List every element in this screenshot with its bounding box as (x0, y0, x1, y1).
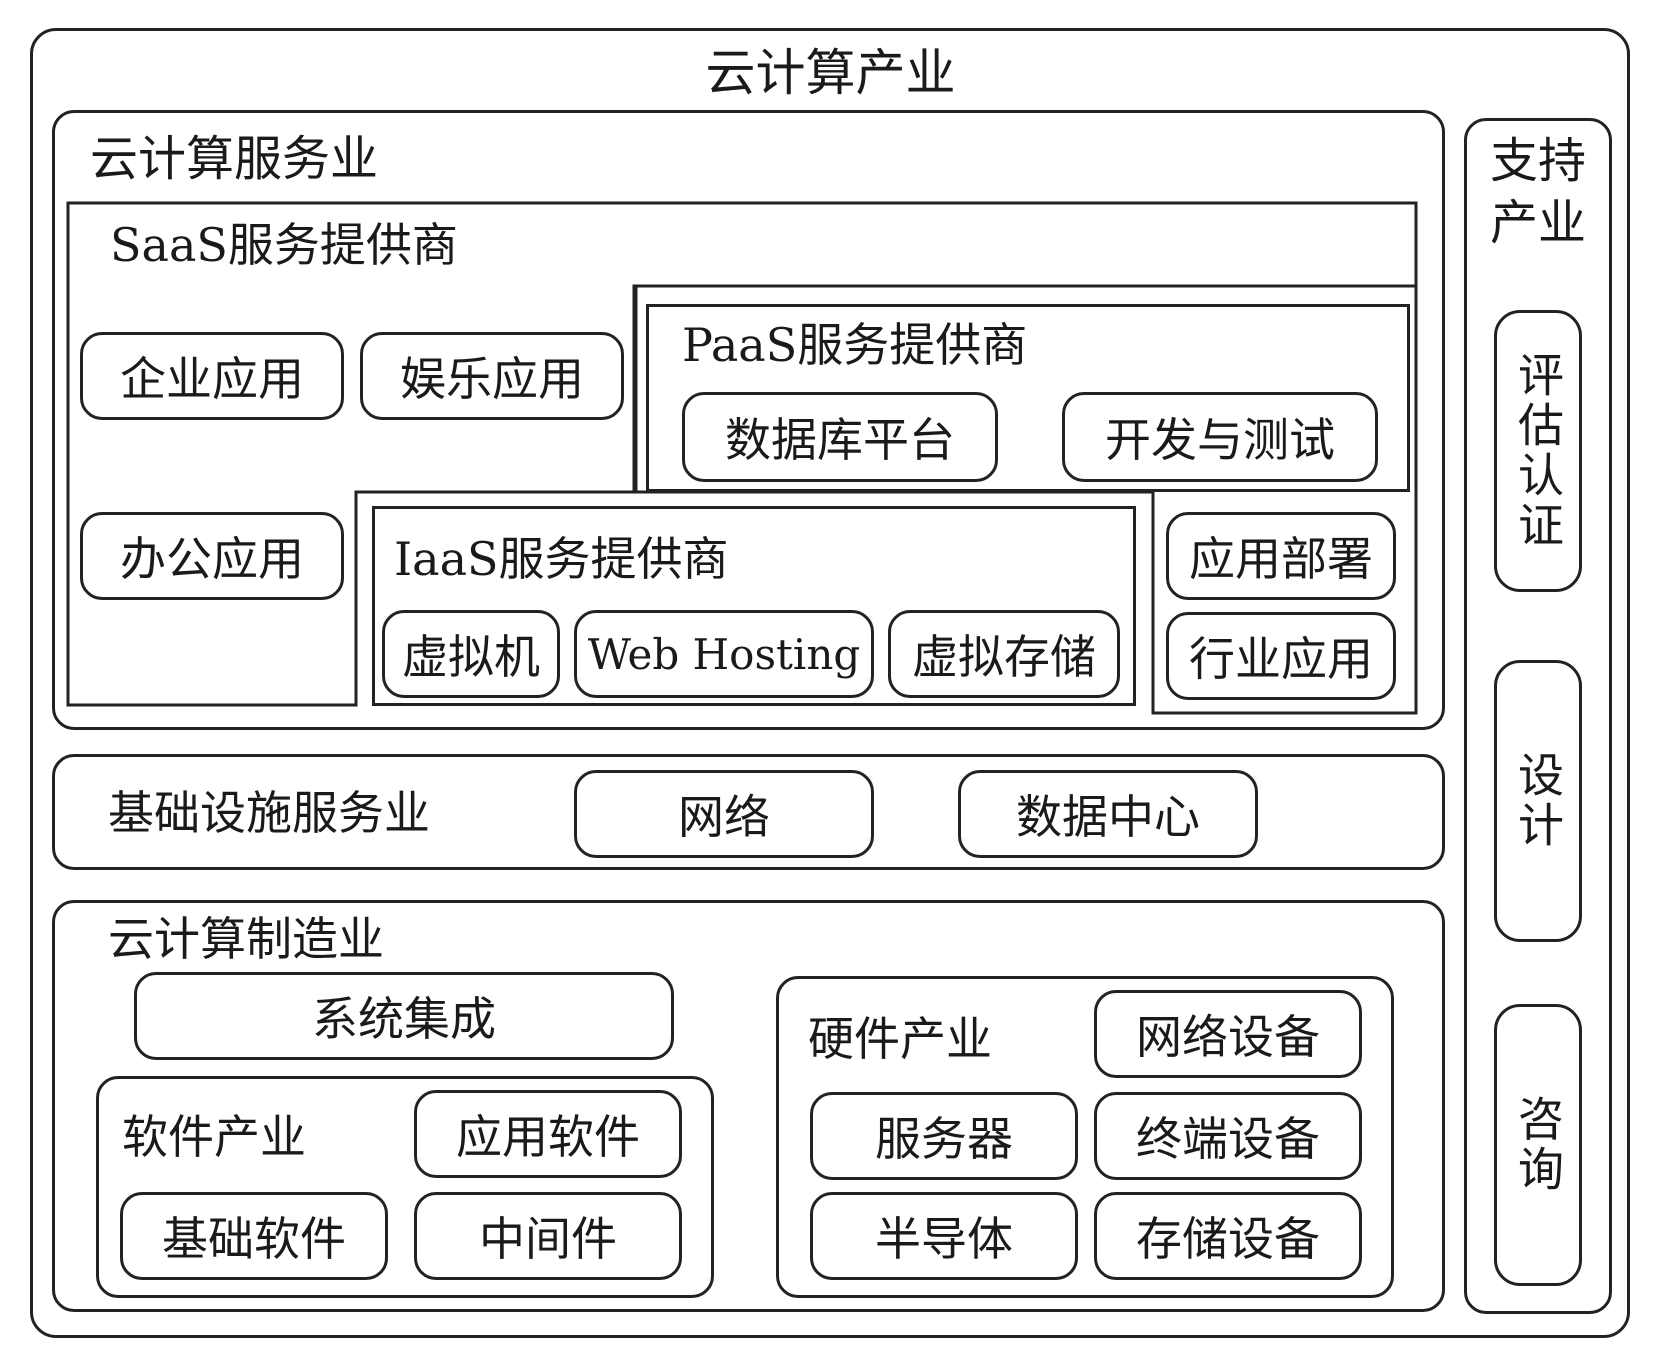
design: 设计 (1494, 660, 1582, 942)
system-integration: 系统集成 (134, 972, 674, 1060)
server: 服务器 (810, 1092, 1078, 1180)
web-hosting: Web Hosting (574, 610, 874, 698)
consulting-text: 咨询 (1511, 1095, 1565, 1195)
industry-app: 行业应用 (1166, 612, 1396, 700)
data-center: 数据中心 (958, 770, 1258, 858)
enterprise-app: 企业应用 (80, 332, 344, 420)
software-label: 软件产业 (122, 1110, 306, 1164)
dev-and-test: 开发与测试 (1062, 392, 1378, 482)
support-label-text: 支持产业 (1489, 133, 1586, 251)
consulting: 咨询 (1494, 1004, 1582, 1286)
database-platform: 数据库平台 (682, 392, 998, 482)
network-equipment: 网络设备 (1094, 990, 1362, 1078)
terminal-equipment: 终端设备 (1094, 1092, 1362, 1180)
semiconductor: 半导体 (810, 1192, 1078, 1280)
virtual-machine: 虚拟机 (382, 610, 560, 698)
iaas-label: IaaS服务提供商 (394, 532, 729, 586)
paas-label: PaaS服务提供商 (682, 318, 1028, 372)
app-deployment: 应用部署 (1166, 512, 1396, 600)
middleware: 中间件 (414, 1192, 682, 1280)
manufacturing-label: 云计算制造业 (108, 912, 384, 966)
storage-equipment: 存储设备 (1094, 1192, 1362, 1280)
page-title: 云计算产业 (705, 44, 956, 102)
infrastructure-label: 基础设施服务业 (108, 786, 430, 840)
hardware-label: 硬件产业 (808, 1012, 992, 1066)
cloud-service-label: 云计算服务业 (90, 131, 379, 187)
saas-label: SaaS服务提供商 (110, 218, 458, 272)
network: 网络 (574, 770, 874, 858)
virtual-storage: 虚拟存储 (888, 610, 1120, 698)
office-app: 办公应用 (80, 512, 344, 600)
evaluation-certification: 评估认证 (1494, 310, 1582, 592)
base-software: 基础软件 (120, 1192, 388, 1280)
design-text: 设计 (1511, 751, 1565, 851)
evaluation-certification-text: 评估认证 (1511, 351, 1565, 551)
support-label: 支持产业 (1464, 130, 1612, 254)
entertainment-app: 娱乐应用 (360, 332, 624, 420)
application-software: 应用软件 (414, 1090, 682, 1178)
